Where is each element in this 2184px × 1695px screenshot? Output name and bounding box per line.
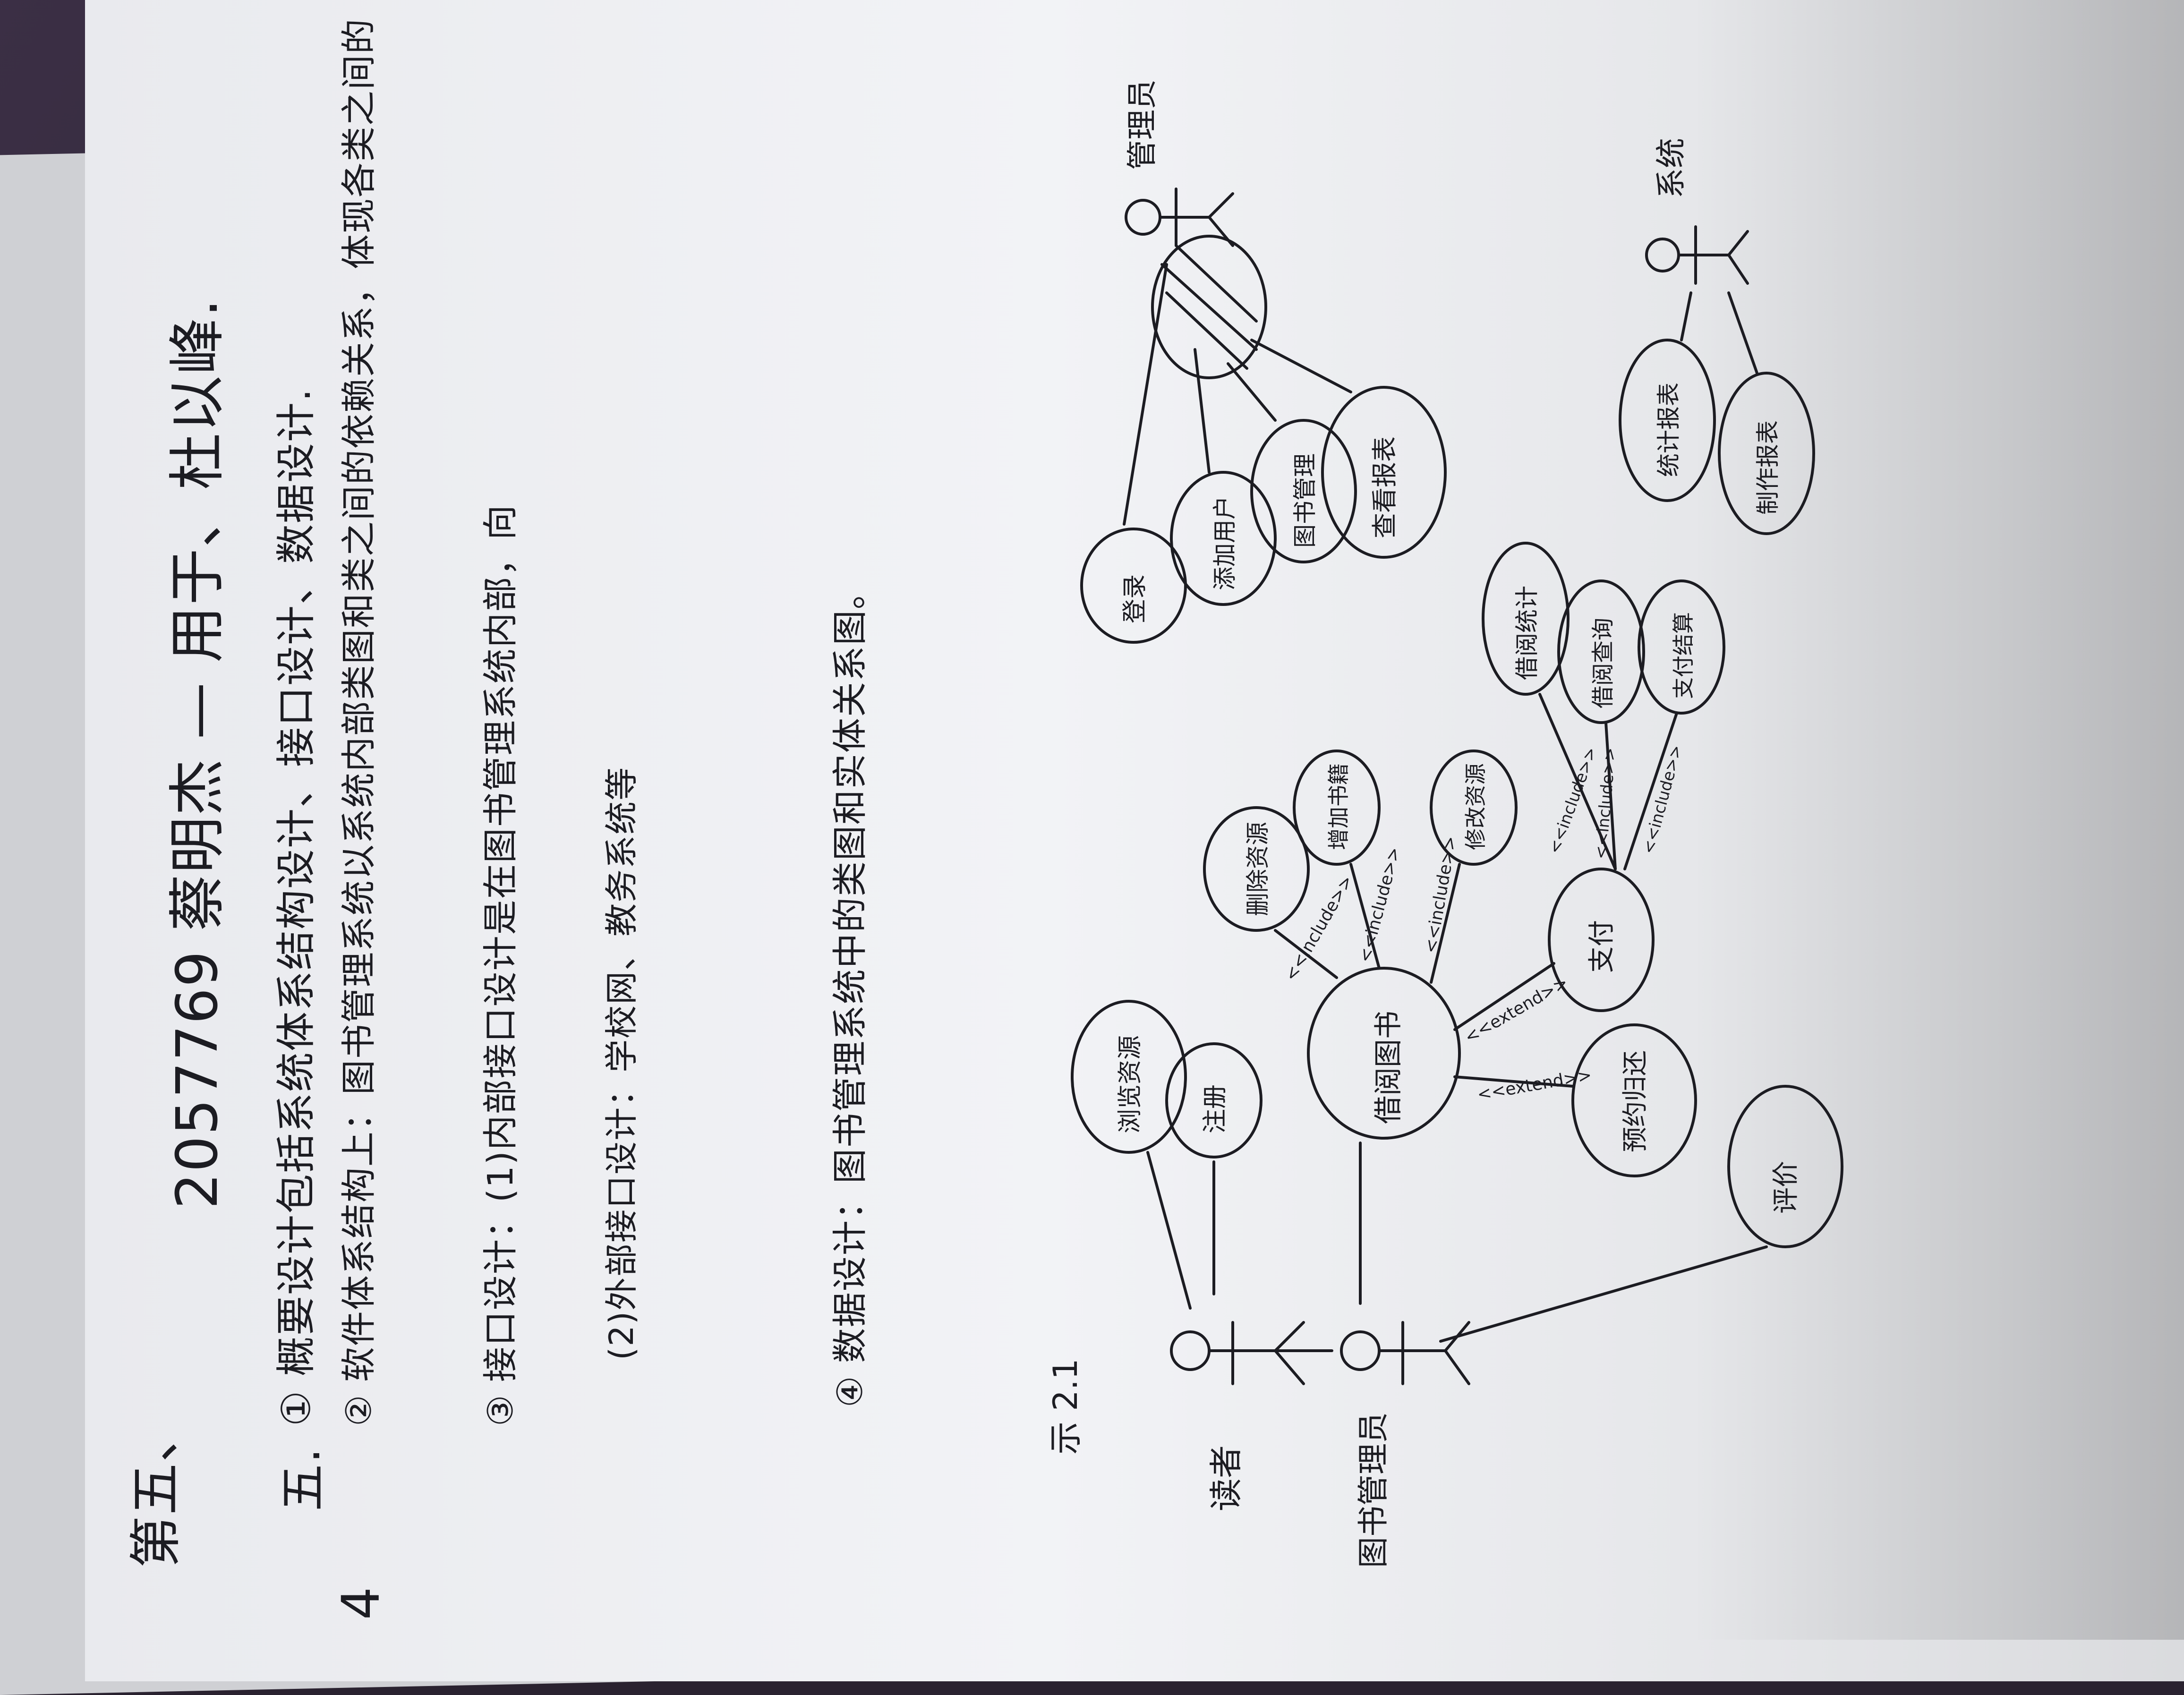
svg-text:登录: 登录 xyxy=(1121,574,1149,623)
extend-line-2 xyxy=(1453,1075,1574,1088)
assoc-manager-report xyxy=(1250,339,1352,393)
usecase-add: 添加用户 xyxy=(1170,471,1277,606)
svg-text:制作报表: 制作报表 xyxy=(1754,420,1782,515)
include-line-6 xyxy=(1623,712,1678,870)
svg-text:借阅统计: 借阅统计 xyxy=(1513,586,1541,680)
actor-system-icon xyxy=(1645,225,1749,285)
page-shadow xyxy=(1691,0,2184,1640)
svg-text:添加用户: 添加用户 xyxy=(1211,496,1238,590)
usecase-calc: 借阅统计 xyxy=(1482,542,1570,696)
diagram-label: 示 2.1 xyxy=(1046,1358,1085,1455)
svg-text:注册: 注册 xyxy=(1201,1084,1229,1133)
relation-label-4: <<extend>> xyxy=(1461,973,1571,1048)
actor-manager-label: 管理员 xyxy=(1125,79,1160,170)
use-case-diagram: 示 2.1 读者 图书管理员 管理员 系统 浏览资源 注册 借阅图书 删除资源 xyxy=(1046,79,1843,1568)
svg-text:图书管理: 图书管理 xyxy=(1291,453,1319,548)
assoc-system-export xyxy=(1727,291,1758,375)
paper-sheet xyxy=(85,0,2184,1681)
assoc-manager-login xyxy=(1123,263,1168,526)
usecase-eval: 评价 xyxy=(1727,1085,1843,1248)
usecase-report: 查看报表 xyxy=(1321,386,1447,559)
usecase-login: 登录 xyxy=(1080,528,1187,644)
include-line-2 xyxy=(1349,863,1381,970)
relation-label-1: <<include>> xyxy=(1281,872,1357,985)
assoc-manager-check xyxy=(1227,362,1277,422)
usecase-browse: 浏览资源 xyxy=(1071,1000,1187,1154)
svg-text:浏览资源: 浏览资源 xyxy=(1116,1035,1144,1133)
assoc-admin-eval xyxy=(1439,1245,1768,1343)
actor-reader-icon xyxy=(1170,1321,1305,1385)
actor-manager-icon xyxy=(1125,187,1234,247)
assoc-reader-browse xyxy=(1146,1151,1192,1310)
usecase-pay: 支付 xyxy=(1548,868,1655,1012)
svg-text:评价: 评价 xyxy=(1771,1161,1801,1214)
usecase-delete: 删除资源 xyxy=(1203,806,1310,932)
svg-text:删除资源: 删除资源 xyxy=(1244,822,1271,916)
hatched-usecase xyxy=(1151,235,1267,379)
include-line-5 xyxy=(1604,721,1617,870)
svg-text:统计报表: 统计报表 xyxy=(1655,383,1682,477)
usecase-modify: 修改资源 xyxy=(1430,750,1518,866)
usecase-export: 制作报表 xyxy=(1718,372,1815,535)
usecase-check: 图书管理 xyxy=(1250,419,1357,563)
include-line-3 xyxy=(1430,863,1461,984)
actor-admin-icon xyxy=(1340,1321,1470,1385)
svg-text:修改资源: 修改资源 xyxy=(1463,763,1488,850)
actor-system-label: 系统 xyxy=(1654,138,1689,198)
svg-text:增加书籍: 增加书籍 xyxy=(1326,763,1351,850)
relation-label-3: <<include>> xyxy=(1421,835,1460,954)
usecase-update: 增加书籍 xyxy=(1293,750,1381,866)
svg-text:借阅查询: 借阅查询 xyxy=(1590,618,1616,708)
usecase-stats: 统计报表 xyxy=(1619,339,1716,502)
include-line-1 xyxy=(1274,929,1338,979)
usecase-query: 借阅查询 xyxy=(1557,579,1645,724)
assoc-manager-add xyxy=(1194,348,1211,474)
actor-admin-label: 图书管理员 xyxy=(1355,1412,1391,1568)
svg-text:支付结算: 支付结算 xyxy=(1671,612,1696,699)
svg-text:预约归还: 预约归还 xyxy=(1620,1050,1650,1152)
svg-text:查看报表: 查看报表 xyxy=(1370,436,1399,538)
usecase-settle: 支付结算 xyxy=(1638,579,1725,715)
actor-reader-label: 读者 xyxy=(1207,1445,1246,1511)
assoc-system-stats xyxy=(1680,291,1692,341)
relation-label-5: <<extend>> xyxy=(1476,1065,1593,1105)
usecase-return: 预约归还 xyxy=(1571,1023,1697,1177)
extend-line-1 xyxy=(1453,962,1555,1031)
svg-text:支付: 支付 xyxy=(1587,920,1617,973)
usecase-register: 注册 xyxy=(1165,1042,1263,1158)
svg-text:借阅图书: 借阅图书 xyxy=(1372,1011,1405,1124)
usecase-borrow: 借阅图书 xyxy=(1307,967,1461,1140)
include-line-4 xyxy=(1538,693,1617,870)
